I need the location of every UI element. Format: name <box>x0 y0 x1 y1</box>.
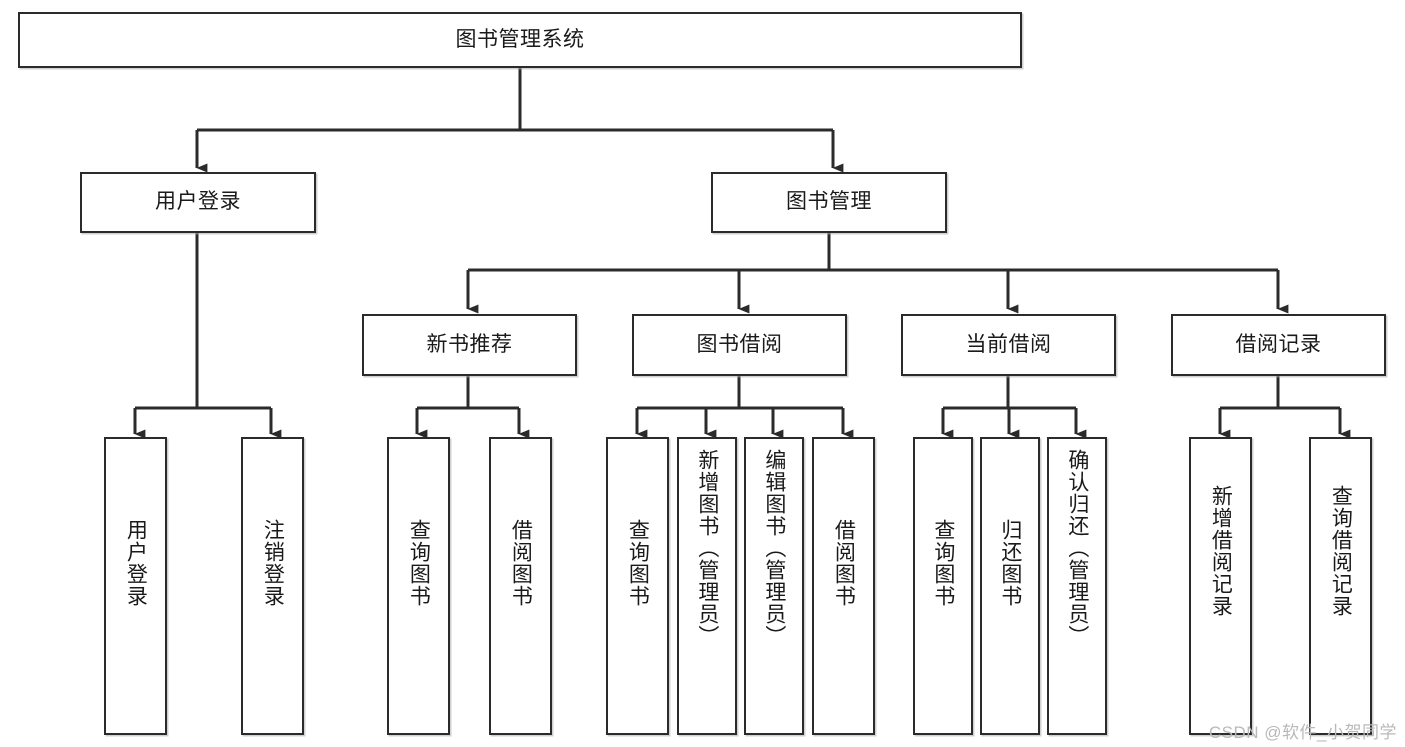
csdn-watermark: CSDN @软件_小贺同学 <box>1208 723 1397 742</box>
node-leaf-edit-book-label: 编辑图书（管理员） <box>762 449 786 647</box>
node-leaf-logout-login-label: 注销登录 <box>261 519 285 607</box>
node-leaf-borrow-book-2[interactable]: 借阅图书 <box>812 437 875 735</box>
node-book-borrow[interactable]: 图书借阅 <box>632 314 847 376</box>
node-leaf-confirm-return[interactable]: 确认归还（管理员） <box>1047 437 1107 735</box>
node-leaf-borrow-book-1[interactable]: 借阅图书 <box>489 437 552 735</box>
node-leaf-user-login-label: 用户登录 <box>124 519 148 607</box>
node-borrow-record[interactable]: 借阅记录 <box>1171 314 1386 376</box>
node-leaf-return-book-label: 归还图书 <box>998 519 1022 607</box>
node-leaf-borrow-book-1-label: 借阅图书 <box>509 519 533 607</box>
node-new-book-rec[interactable]: 新书推荐 <box>362 314 577 376</box>
node-borrow-record-label: 借阅记录 <box>1235 332 1322 356</box>
node-root-label: 图书管理系统 <box>455 27 585 51</box>
node-book-borrow-label: 图书借阅 <box>696 332 783 356</box>
node-leaf-logout-login[interactable]: 注销登录 <box>241 437 304 735</box>
node-leaf-query-book-1-label: 查询图书 <box>407 519 431 607</box>
node-leaf-query-book-2[interactable]: 查询图书 <box>606 437 669 735</box>
node-leaf-edit-book[interactable]: 编辑图书（管理员） <box>744 437 804 735</box>
node-leaf-add-record[interactable]: 新增借阅记录 <box>1189 437 1252 735</box>
node-user-login[interactable]: 用户登录 <box>80 172 316 233</box>
node-leaf-borrow-book-2-label: 借阅图书 <box>832 519 856 607</box>
node-leaf-query-book-3-label: 查询图书 <box>931 519 955 607</box>
node-leaf-user-login[interactable]: 用户登录 <box>104 437 167 735</box>
node-leaf-query-record-label: 查询借阅记录 <box>1329 485 1353 617</box>
node-leaf-add-book-label: 新增图书（管理员） <box>695 449 719 647</box>
node-leaf-add-record-label: 新增借阅记录 <box>1209 485 1233 617</box>
node-current-borrow-label: 当前借阅 <box>965 332 1052 356</box>
node-leaf-confirm-return-label: 确认归还（管理员） <box>1065 449 1089 647</box>
node-leaf-add-book[interactable]: 新增图书（管理员） <box>677 437 737 735</box>
node-book-manage[interactable]: 图书管理 <box>711 172 947 233</box>
node-root[interactable]: 图书管理系统 <box>18 12 1022 68</box>
node-leaf-query-book-1[interactable]: 查询图书 <box>387 437 450 735</box>
node-leaf-query-book-3[interactable]: 查询图书 <box>913 437 973 735</box>
node-user-login-label: 用户登录 <box>155 190 241 214</box>
node-book-manage-label: 图书管理 <box>786 190 872 214</box>
node-leaf-query-book-2-label: 查询图书 <box>626 519 650 607</box>
node-leaf-return-book[interactable]: 归还图书 <box>980 437 1040 735</box>
node-leaf-query-record[interactable]: 查询借阅记录 <box>1309 437 1372 735</box>
node-new-book-rec-label: 新书推荐 <box>426 332 513 356</box>
node-current-borrow[interactable]: 当前借阅 <box>901 314 1116 376</box>
